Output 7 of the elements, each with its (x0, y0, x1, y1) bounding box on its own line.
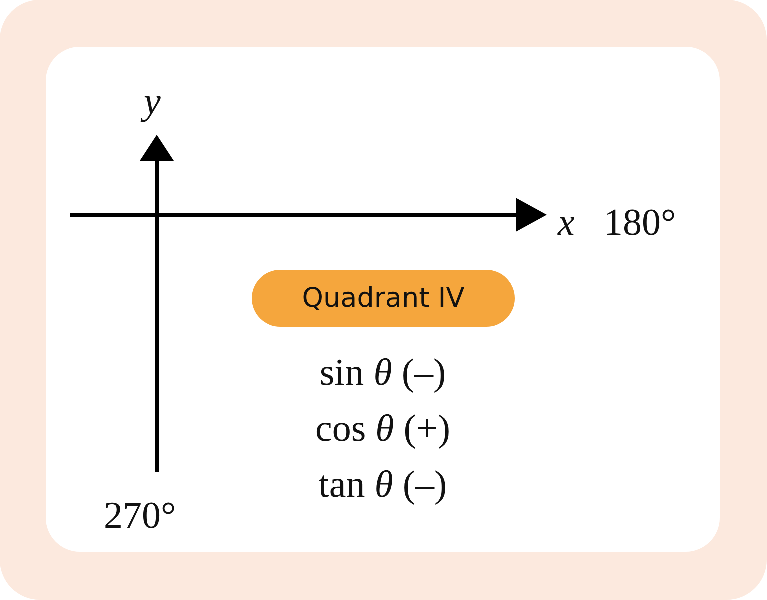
angle-label: 180° (604, 204, 676, 242)
sign-text: sin θ (–) (320, 354, 446, 392)
sign-text: cos θ (+) (315, 410, 451, 448)
quadrant-badge: Quadrant IV (252, 270, 515, 327)
angle-label: 270° (104, 497, 176, 535)
sign-text: tan θ (–) (318, 466, 448, 504)
axis-label: x (558, 204, 575, 242)
